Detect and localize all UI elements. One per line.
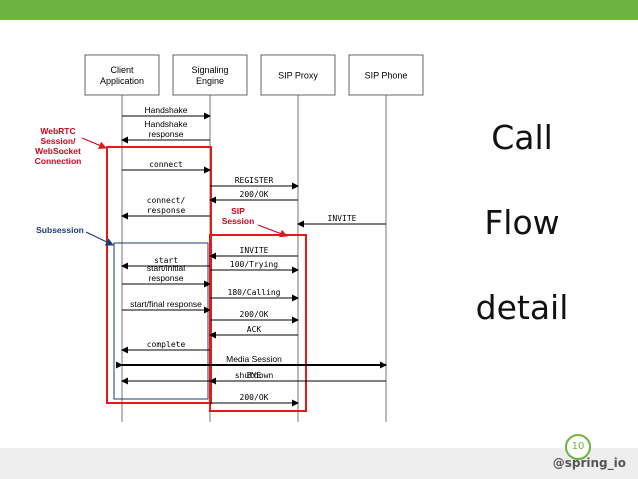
message-label: Handshake xyxy=(144,105,187,115)
footer-bar xyxy=(0,448,638,479)
message-label: 180/Calling xyxy=(228,288,281,297)
participant-label-phone: SIP Phone xyxy=(365,71,408,81)
participant-label-client: Application xyxy=(100,76,144,86)
message-label: 200/OK xyxy=(240,393,269,402)
message-label: connect/ xyxy=(147,196,186,205)
region-label-subsession: Subsession xyxy=(36,225,84,235)
title-word-call: Call xyxy=(491,118,553,157)
message-label: ACK xyxy=(247,325,262,334)
participant-label-signaling: Signaling xyxy=(191,65,228,75)
message-label: response xyxy=(147,206,186,215)
spring-io-handle: @spring_io xyxy=(552,456,626,470)
page-number-badge: 10 xyxy=(565,434,591,460)
message-label: 100/Trying xyxy=(230,260,278,269)
region-box-subsession xyxy=(113,242,209,400)
participant-box-signaling xyxy=(172,54,248,96)
message-label: connect xyxy=(149,160,183,169)
region-pointer-subsession xyxy=(85,231,114,246)
message-label: INVITE xyxy=(240,246,269,255)
region-box-sip-session xyxy=(209,234,307,412)
participant-label-signaling: Engine xyxy=(196,76,224,86)
message-label: Media Session xyxy=(226,354,282,364)
message-label: REGISTER xyxy=(235,176,274,185)
participant-box-proxy xyxy=(260,54,336,96)
region-label-webrtc-session: WebRTC xyxy=(40,126,75,136)
top-accent-bar xyxy=(0,0,638,20)
message-label: shutdown xyxy=(235,371,274,380)
message-label: complete xyxy=(147,340,186,349)
message-label: start xyxy=(154,256,178,265)
region-label-sip-session: SIP xyxy=(231,206,245,216)
region-pointer-webrtc-session xyxy=(81,137,107,149)
message-label: response xyxy=(149,273,184,283)
title-word-detail: detail xyxy=(475,288,569,327)
message-label: 200/OK xyxy=(240,310,269,319)
participant-box-phone xyxy=(348,54,424,96)
participant-box-client xyxy=(84,54,160,96)
region-label-webrtc-session: WebSocket xyxy=(35,146,81,156)
message-label: response xyxy=(149,129,184,139)
message-label: INVITE xyxy=(328,214,357,223)
participant-label-client: Client xyxy=(110,65,134,75)
region-label-webrtc-session: Connection xyxy=(35,156,82,166)
region-label-sip-session: Session xyxy=(222,216,255,226)
message-label: BYE xyxy=(247,371,262,380)
region-pointer-sip-session xyxy=(257,224,288,238)
message-label: Handshake xyxy=(144,119,187,129)
message-label: 200/OK xyxy=(240,190,269,199)
region-label-webrtc-session: Session/ xyxy=(41,136,77,146)
title-word-flow: Flow xyxy=(484,203,560,242)
message-label: start/final response xyxy=(130,299,202,309)
message-label: start/initial xyxy=(147,263,185,273)
participant-label-proxy: SIP Proxy xyxy=(278,71,318,81)
